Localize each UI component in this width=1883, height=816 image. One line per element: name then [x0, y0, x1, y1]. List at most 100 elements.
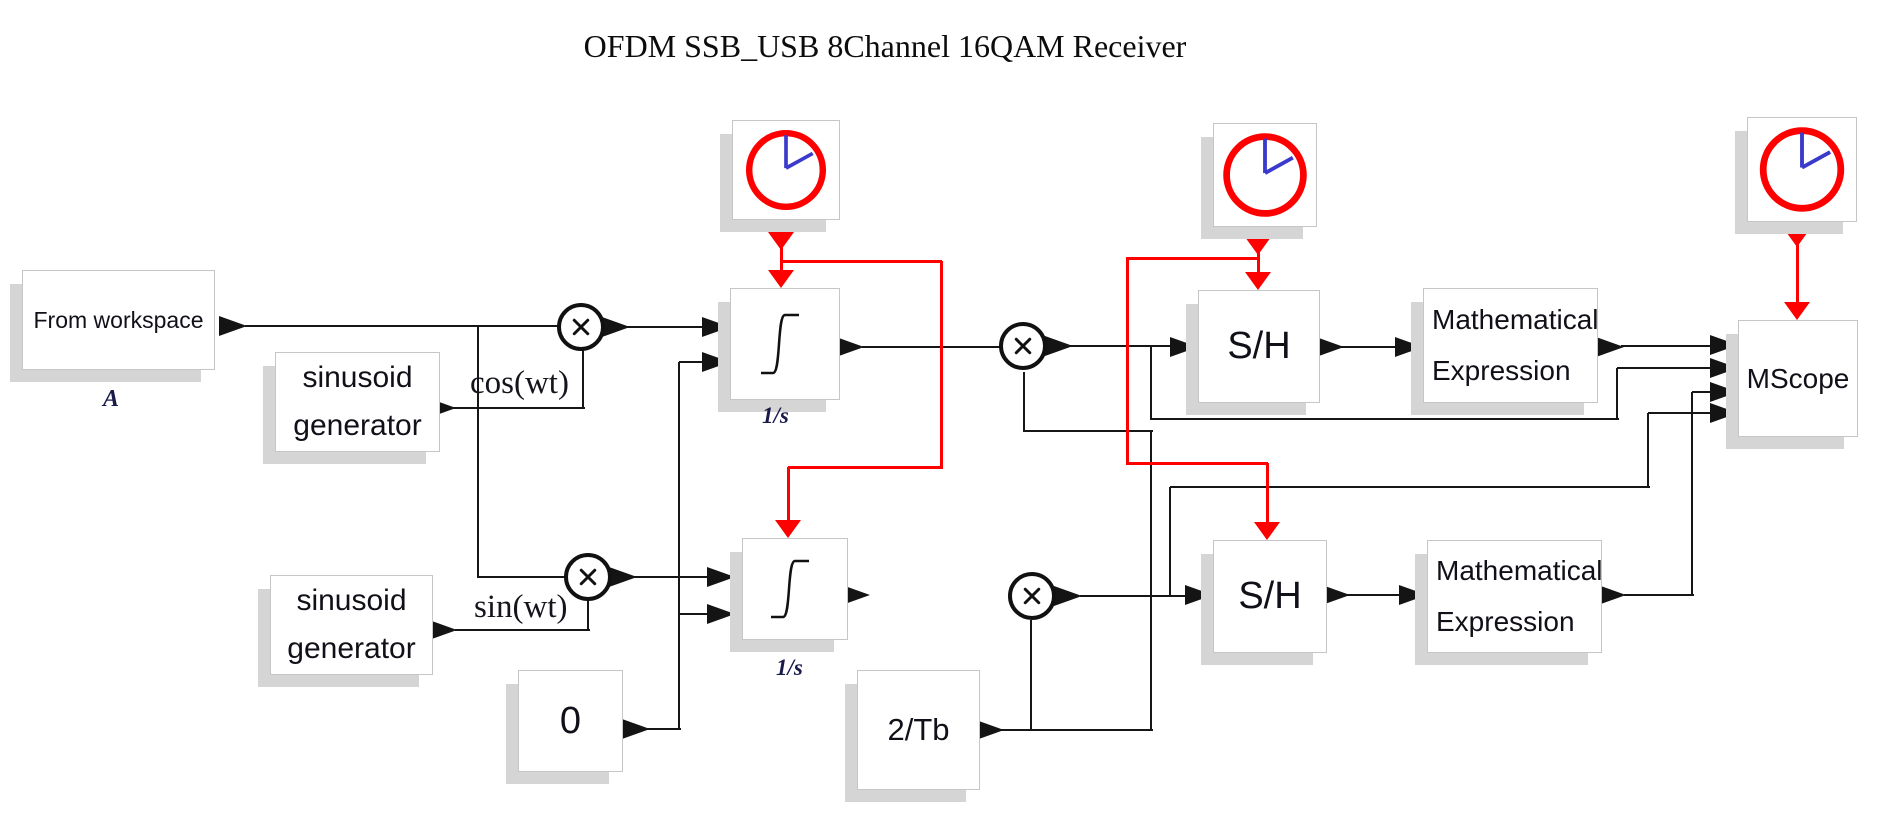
output-port-arrow [602, 317, 630, 337]
wire [478, 576, 566, 578]
wire [455, 629, 590, 631]
wire [1023, 372, 1025, 432]
event-arrow [1254, 522, 1280, 540]
event-wire [1257, 252, 1260, 276]
output-port-arrow [429, 620, 457, 640]
wire [679, 361, 704, 363]
block-clock-1[interactable] [732, 120, 840, 220]
block-integrator-2[interactable] [742, 538, 848, 640]
input-port-arrow [1395, 337, 1423, 357]
input-port-arrow [1710, 382, 1738, 402]
wire [1647, 413, 1649, 488]
event-wire [1796, 244, 1799, 306]
wire [1617, 367, 1712, 369]
block-constant-zero[interactable]: 0 [518, 670, 623, 772]
block-multiplier-4[interactable] [1008, 572, 1056, 620]
block-multiplier-2[interactable] [564, 553, 612, 601]
wire [587, 600, 589, 631]
wire [646, 728, 681, 730]
wire [679, 613, 718, 615]
event-wire [1126, 257, 1259, 260]
wire [1024, 430, 1153, 432]
input-port-arrow [707, 567, 735, 587]
output-port-arrow [1596, 337, 1624, 357]
block-clock-2[interactable] [1213, 123, 1317, 227]
output-port-arrow [609, 567, 637, 587]
input-port-arrow [1170, 337, 1198, 357]
integral-icon [731, 289, 839, 399]
output-port-arrow [1322, 585, 1350, 605]
wire [862, 346, 1001, 348]
event-arrow [1245, 237, 1271, 255]
wire [1080, 595, 1188, 597]
wire [245, 325, 559, 327]
wire [1341, 346, 1401, 348]
block-from-workspace[interactable]: From workspace [22, 270, 215, 370]
output-port-arrow [1045, 336, 1073, 356]
block-sample-hold-2[interactable]: S/H [1213, 540, 1327, 653]
integrator-2-label: 1/s [776, 655, 803, 680]
event-arrow [768, 232, 794, 250]
block-clock-3[interactable] [1747, 117, 1857, 222]
carrier-label-cos: cos(wt) [470, 365, 569, 401]
event-wire [1126, 462, 1268, 465]
block-label: generator [287, 632, 416, 665]
block-label: Mathematical [1436, 555, 1603, 587]
block-label: Expression [1436, 605, 1575, 637]
block-integrator-1[interactable] [730, 288, 840, 400]
block-multiplier-1[interactable] [557, 303, 605, 351]
block-math-expression-1[interactable]: Mathematical Expression [1423, 288, 1599, 403]
multiply-icon [1008, 331, 1038, 361]
block-label: sinusoid [296, 584, 407, 617]
wire [1347, 594, 1405, 596]
event-wire [1126, 258, 1129, 465]
output-port-arrow [976, 720, 1004, 740]
multiply-icon [566, 312, 596, 342]
wire [453, 407, 585, 409]
output-port-arrow [219, 316, 247, 336]
block-gain-2tb[interactable]: 2/Tb [857, 670, 980, 790]
wire [1170, 486, 1650, 488]
block-math-expression-2[interactable]: Mathematical Expression [1427, 540, 1603, 653]
event-wire [788, 466, 942, 469]
block-multiplier-3[interactable] [999, 322, 1047, 370]
wire [626, 326, 704, 328]
block-mscope[interactable]: MScope [1738, 320, 1858, 437]
block-label: MScope [1746, 362, 1850, 394]
event-arrow [1784, 229, 1810, 247]
wire [1621, 345, 1712, 347]
block-label: 2/Tb [887, 712, 950, 747]
event-arrow [1245, 272, 1271, 290]
event-arrow [768, 270, 794, 288]
input-port-arrow [1185, 585, 1213, 605]
wire [1151, 418, 1619, 420]
wire [1070, 345, 1174, 347]
block-label: sinusoid [302, 361, 413, 394]
wire [1648, 412, 1712, 414]
block-label: S/H [1227, 325, 1291, 367]
wire [1691, 392, 1693, 596]
output-port-arrow [1316, 337, 1344, 357]
output-port-arrow [1598, 585, 1626, 605]
block-sample-hold-1[interactable]: S/H [1198, 290, 1320, 403]
block-sinusoid-generator-2[interactable]: sinusoid generator [270, 575, 433, 675]
wire [1169, 487, 1171, 597]
output-port-arrow [622, 719, 650, 739]
input-port-arrow [1710, 335, 1738, 355]
output-port-arrow [1054, 586, 1082, 606]
input-port-arrow [702, 317, 730, 337]
event-arrow [1784, 302, 1810, 320]
block-sinusoid-generator-1[interactable]: sinusoid generator [275, 352, 440, 452]
block-label: From workspace [33, 306, 204, 333]
event-wire [940, 261, 943, 469]
block-label: S/H [1238, 575, 1302, 617]
input-port-arrow [1710, 358, 1738, 378]
multiply-icon [573, 562, 603, 592]
integrator-1-label: 1/s [762, 403, 789, 428]
wire [582, 349, 584, 409]
event-arrow [775, 520, 801, 538]
input-port-arrow [1399, 585, 1427, 605]
wire [1616, 368, 1618, 420]
output-port-arrow [842, 585, 870, 605]
